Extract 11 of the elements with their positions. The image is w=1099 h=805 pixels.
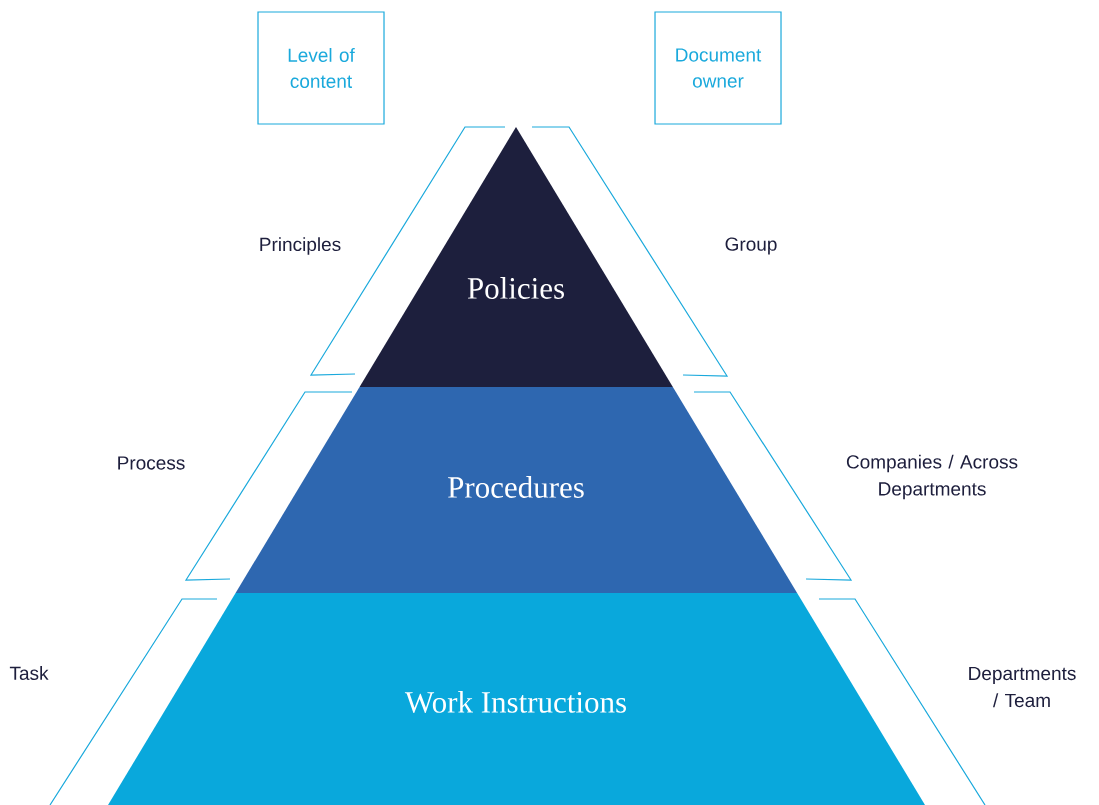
pyramid-tier: Policies (359, 127, 673, 387)
side-label: Task (9, 666, 49, 680)
pyramid-tier: Procedures (235, 387, 798, 593)
side-label: Group (725, 237, 777, 255)
heading-box: Level of content (257, 11, 385, 125)
side-label: Companies / Across Departments (846, 454, 1018, 500)
pyramid-tier: Work Instructions (108, 593, 925, 805)
side-label: Principles (260, 237, 341, 255)
side-label: Process (118, 456, 185, 470)
side-label: Departments / Team (969, 666, 1076, 708)
heading-box: Document owner (654, 11, 782, 125)
